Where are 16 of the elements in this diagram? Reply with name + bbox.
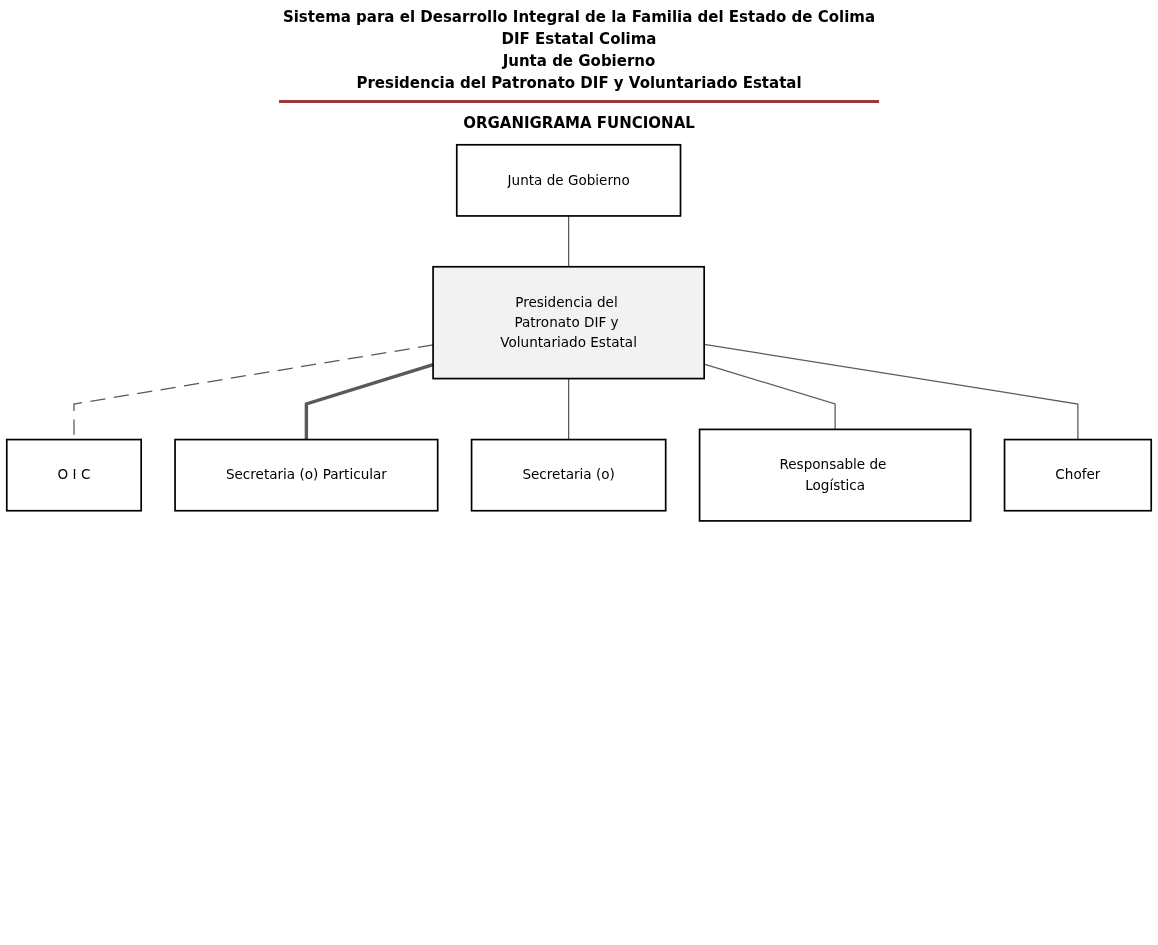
- node-box: Responsable de Logística: [698, 428, 972, 522]
- header-text: DIF Estatal Colima: [501, 29, 657, 50]
- node-box: Chofer: [1003, 438, 1153, 512]
- connector: [568, 215, 570, 268]
- chart-title: ORGANIGRAMA FUNCIONAL: [463, 114, 695, 132]
- node-box: Secretaria (o) Particular: [174, 438, 439, 512]
- header-text: Presidencia del Patronato DIF y Voluntariado Estatal: [356, 73, 802, 94]
- node-box: Secretaria (o): [470, 438, 667, 512]
- node-box: O I C: [5, 438, 143, 512]
- header-text: Junta de Gobierno: [502, 51, 656, 72]
- header-text: Sistema para el Desarrollo Integral de la Familia del Estado de Colima: [282, 7, 876, 28]
- connector: [304, 363, 434, 440]
- node-box: Presidencia del Patronato DIF y Voluntariado Estatal: [432, 265, 705, 380]
- connector: [73, 344, 434, 441]
- connector: [568, 377, 570, 441]
- node-box: Junta de Gobierno: [455, 143, 682, 217]
